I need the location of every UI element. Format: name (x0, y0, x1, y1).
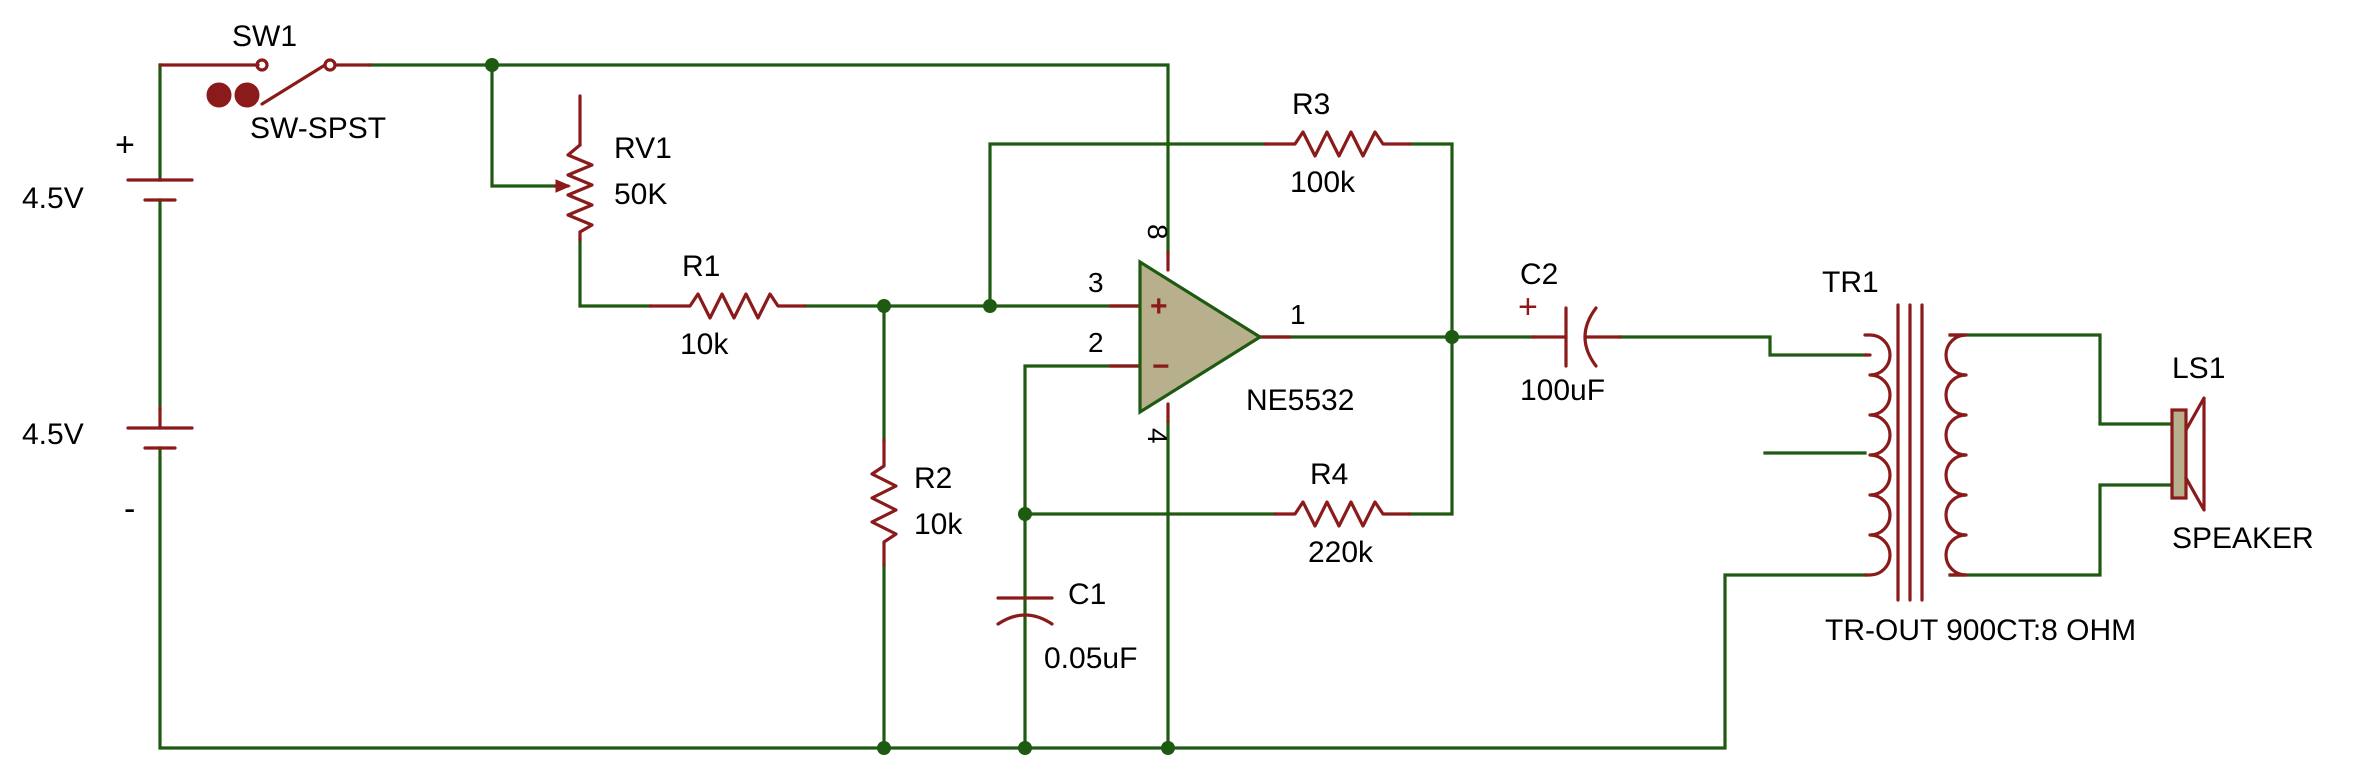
capacitor-c2: + C2 100uF (1518, 258, 1622, 407)
switch-blade (260, 63, 327, 106)
wire-in-minus (1023, 364, 1142, 750)
rv1-value: 50K (614, 178, 667, 211)
junction-dot (1018, 507, 1032, 521)
junction-dot (485, 58, 499, 72)
r4-body (1273, 500, 1412, 528)
r3-value: 100k (1290, 166, 1356, 199)
wire-rv1-feed (490, 63, 557, 188)
junction-dot (983, 299, 997, 313)
tr1-value: TR-OUT 900CT:8 OHM (1825, 614, 2136, 647)
rv1-wiper-arrow-icon (555, 179, 572, 193)
wire-battery-bottom (158, 446, 1867, 750)
switch-actuator-icon (206, 82, 232, 108)
junction-dot (877, 741, 891, 755)
rv1-zigzag (566, 143, 594, 234)
capacitor-c1: C1 0.05uF (996, 578, 1137, 675)
c2-value: 100uF (1520, 374, 1605, 407)
r1-value: 10k (680, 328, 729, 361)
battery-top-value: 4.5V (22, 182, 84, 215)
wire-secondary-top (1948, 333, 2174, 426)
resistor-r4: R4 220k (1273, 458, 1412, 569)
wires (158, 63, 2174, 750)
c1-ref: C1 (1068, 578, 1106, 611)
battery-plus-sign: + (115, 126, 135, 164)
switch-actuator-icon (234, 82, 260, 108)
resistor-r1: R1 10k (648, 250, 807, 361)
wire-r3-right (1408, 142, 1454, 516)
c2-plus-sign: + (1518, 288, 1538, 326)
battery-minus-sign: - (124, 490, 135, 528)
tr1-secondary-coil (1944, 333, 1968, 577)
switch-sw1: SW1 SW-SPST (158, 20, 386, 145)
r3-body (1263, 130, 1412, 158)
junction-dot (1018, 741, 1032, 755)
wire-top-rail (368, 63, 1170, 254)
opamp-triangle (1138, 259, 1264, 415)
wire-secondary-bottom (1948, 483, 2174, 577)
wire-r3-left (988, 142, 1267, 308)
resistor-r3: R3 100k (1263, 88, 1412, 199)
opamp-pin-4: 4 (1142, 428, 1173, 444)
transformer-tr1: TR1 TR-OUT 900CT:8 OHM (1822, 266, 2136, 647)
potentiometer-rv1: RV1 50K (553, 94, 672, 242)
opamp-minus-sign: − (1152, 350, 1170, 383)
ls1-value: SPEAKER (2172, 522, 2314, 555)
junction-dot (877, 299, 891, 313)
sw1-ref: SW1 (232, 20, 297, 53)
c1-plate-bottom (996, 613, 1054, 626)
tr1-primary-coil (1863, 333, 1892, 577)
opamp-u1: + − 3 2 1 8 4 NE5532 (1088, 224, 1354, 444)
junction-dot (1445, 330, 1459, 344)
tr1-ref: TR1 (1822, 266, 1879, 299)
ls1-ref: LS1 (2172, 352, 2225, 385)
opamp-value: NE5532 (1246, 384, 1354, 417)
opamp-pin-2: 2 (1088, 327, 1104, 358)
r1-ref: R1 (682, 250, 720, 283)
r2-value: 10k (914, 508, 963, 541)
opamp-plus-sign: + (1150, 290, 1168, 323)
r3-ref: R3 (1292, 88, 1330, 121)
battery-bottom: 4.5V - (22, 406, 194, 528)
speaker-body (2170, 408, 2188, 500)
opamp-pin-1: 1 (1290, 299, 1306, 330)
opamp-pin-3: 3 (1088, 267, 1104, 298)
speaker-ls1: LS1 SPEAKER (2170, 352, 2314, 555)
battery-top: + 4.5V (22, 126, 194, 215)
r2-body (870, 438, 898, 567)
junction-dot (1161, 741, 1175, 755)
r2-ref: R2 (914, 462, 952, 495)
resistor-r2: R2 10k (870, 438, 963, 567)
battery-bottom-value: 4.5V (22, 418, 84, 451)
sw1-value: SW-SPST (250, 112, 386, 145)
c2-ref: C2 (1520, 258, 1558, 291)
r4-value: 220k (1308, 536, 1374, 569)
junctions (485, 58, 1459, 755)
r4-ref: R4 (1310, 458, 1348, 491)
opamp-pin-8: 8 (1142, 224, 1173, 240)
c1-value: 0.05uF (1044, 642, 1137, 675)
speaker-cone-icon (2184, 396, 2206, 512)
switch-contact (255, 58, 269, 72)
wire-c2-tr1 (1618, 335, 1867, 357)
r1-body (648, 292, 807, 320)
wire-rv1-r1 (578, 238, 652, 308)
rv1-ref: RV1 (614, 132, 672, 165)
